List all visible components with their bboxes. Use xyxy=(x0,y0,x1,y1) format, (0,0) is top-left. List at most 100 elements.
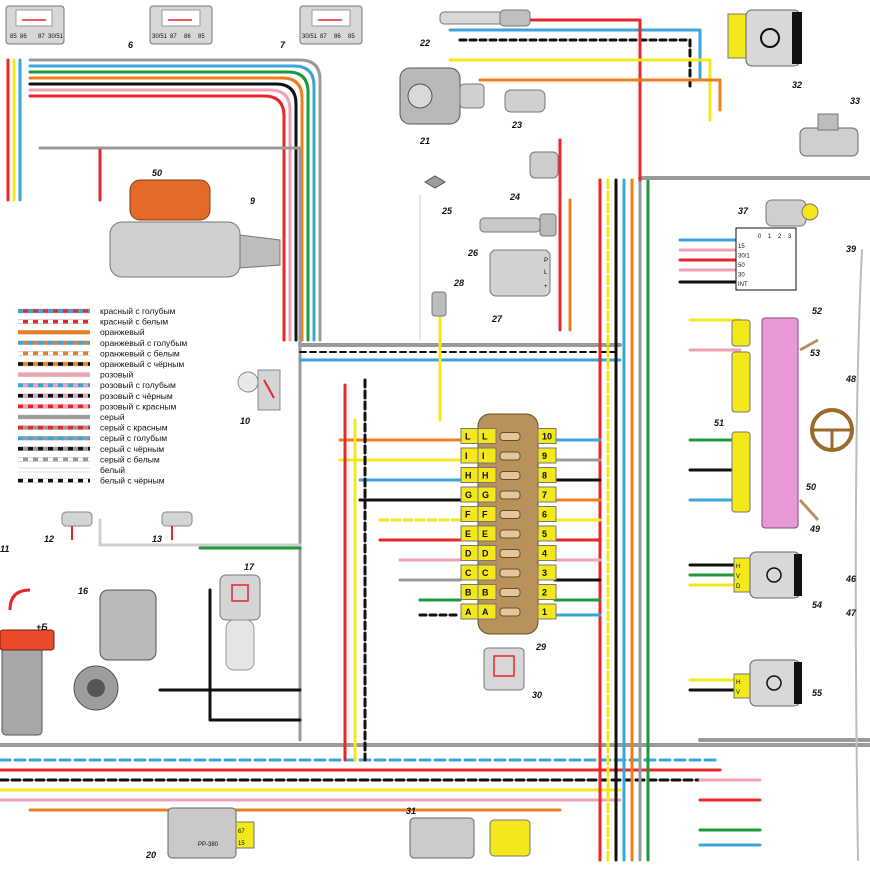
legend-item: серый с белым xyxy=(18,454,160,464)
lamp-10-number: 10 xyxy=(240,416,250,426)
legend-item: оранжевый xyxy=(18,327,145,337)
fuse-letter-right-box xyxy=(477,525,497,542)
legend-item: красный с белым xyxy=(18,317,168,327)
relay-6: 30/51 87 86 85 6 xyxy=(128,5,213,50)
gauge-31: 31 xyxy=(406,806,531,859)
sensor-26: 26 xyxy=(467,213,557,258)
fuse-letter-right-box xyxy=(477,584,497,600)
switch-33-number: 33 xyxy=(850,96,860,106)
fuse-letter-right: I xyxy=(482,451,485,461)
ignition-position: 0 xyxy=(758,234,762,240)
switch-54: H V D 54 xyxy=(733,551,822,610)
legend-label: красный с голубым xyxy=(100,306,176,316)
legend-label: красный с белым xyxy=(100,317,168,327)
legend-label: белый xyxy=(100,465,125,475)
switch-32-number: 32 xyxy=(792,80,802,90)
regulator-terminal-67: 67 xyxy=(238,829,245,835)
ignition-position: 1 xyxy=(768,234,772,240)
instrument-47-number: 47 xyxy=(845,608,857,618)
relay-6-pin-3: 86 xyxy=(184,34,191,40)
fuse-letter-right: E xyxy=(482,529,488,539)
lamp-22: 22 xyxy=(419,9,531,48)
fuse-letter-right-box xyxy=(477,506,497,522)
relay-30: 30 xyxy=(483,647,542,700)
switch-24-number: 24 xyxy=(509,192,520,202)
ignition-terminal: 15 xyxy=(738,244,745,250)
fuse-letter-left: A xyxy=(465,607,472,617)
fuse-element xyxy=(499,568,521,578)
legend-item: серый с чёрным xyxy=(18,444,164,454)
fuse-letter-right: G xyxy=(482,490,489,500)
relay-7-pin-4: 85 xyxy=(348,34,355,40)
fuse-element xyxy=(499,549,521,558)
fuse-letter-left: C xyxy=(465,568,472,578)
unit-27-pin-plus: + xyxy=(544,284,548,290)
wiper-motor-16: 16 xyxy=(73,586,157,711)
legend-label: серый с голубым xyxy=(100,433,167,443)
lamp-22-number: 22 xyxy=(419,38,430,48)
relay-17: 17 xyxy=(219,562,261,671)
legend-label: серый с белым xyxy=(100,454,160,464)
fuse-number: 6 xyxy=(542,510,547,520)
ignition-coil: +Б xyxy=(0,588,55,736)
connector-block-52: 52 53 51 50 49 xyxy=(714,306,822,534)
legend-item: оранжевый с голубым xyxy=(18,338,187,348)
legend-item: розовый с голубым xyxy=(18,380,176,390)
relay-6-pin-4: 85 xyxy=(198,34,205,40)
regulator-terminal-15: 15 xyxy=(238,841,245,847)
switch-54-number: 54 xyxy=(812,600,822,610)
fuse-number-box xyxy=(537,525,557,542)
connector-52-number: 52 xyxy=(812,306,822,316)
switch-54-pin-h: H xyxy=(736,564,740,570)
fuse-letter-right: B xyxy=(482,588,489,598)
legend-label: розовый xyxy=(100,370,134,380)
connector-50-number: 50 xyxy=(806,482,816,492)
legend-label: серый с красным xyxy=(100,423,168,433)
fuse-letter-left: H xyxy=(465,471,472,481)
legend-item: серый xyxy=(18,412,125,422)
relay-6-number: 6 xyxy=(128,40,134,50)
ignition-terminal: 30 xyxy=(738,273,745,279)
sensor-28: 28 xyxy=(431,278,464,317)
relay-5-pin-2: 86 xyxy=(20,34,27,40)
fuse-letter-right-box xyxy=(477,564,497,581)
switch-33: 33 xyxy=(799,96,860,157)
fuse-element xyxy=(499,451,521,461)
relay-5-pin-3: 87 xyxy=(38,34,45,40)
sensor-11-number: 11 xyxy=(0,544,9,554)
connector-51-number: 51 xyxy=(714,418,724,428)
switch-55: H V 55 xyxy=(733,659,823,707)
legend-item: серый с красным xyxy=(18,423,168,433)
fuse-letter-right: C xyxy=(482,568,489,578)
regulator-model: PP-380 xyxy=(198,842,219,848)
fuse-element xyxy=(499,432,521,441)
fuse-element xyxy=(499,529,521,539)
switch-23-number: 23 xyxy=(511,120,522,130)
fuse-block-number: 29 xyxy=(535,642,546,652)
ignition-terminal: 50 xyxy=(738,263,745,269)
legend-label: оранжевый с белым xyxy=(100,348,180,358)
ignition-terminal: INT xyxy=(738,282,748,288)
legend-item: розовый xyxy=(18,370,134,380)
starter-9-solenoid-number: 50 xyxy=(152,168,162,178)
fuse-letter-right: L xyxy=(482,432,488,442)
relay-5-pin-4: 30/51 xyxy=(48,34,64,40)
switch-55-pin-v: V xyxy=(736,690,740,696)
switch-23: 23 xyxy=(504,89,546,130)
fuse-element xyxy=(499,471,521,480)
fuse-element xyxy=(499,588,521,597)
fuse-number: 4 xyxy=(542,549,547,559)
fuse-element xyxy=(499,490,521,500)
fuse-number-box xyxy=(537,486,557,503)
ignition-terminal: 30/1 xyxy=(738,254,750,260)
legend-label: оранжевый с голубым xyxy=(100,338,187,348)
fuse-letter-right-box xyxy=(477,603,497,620)
